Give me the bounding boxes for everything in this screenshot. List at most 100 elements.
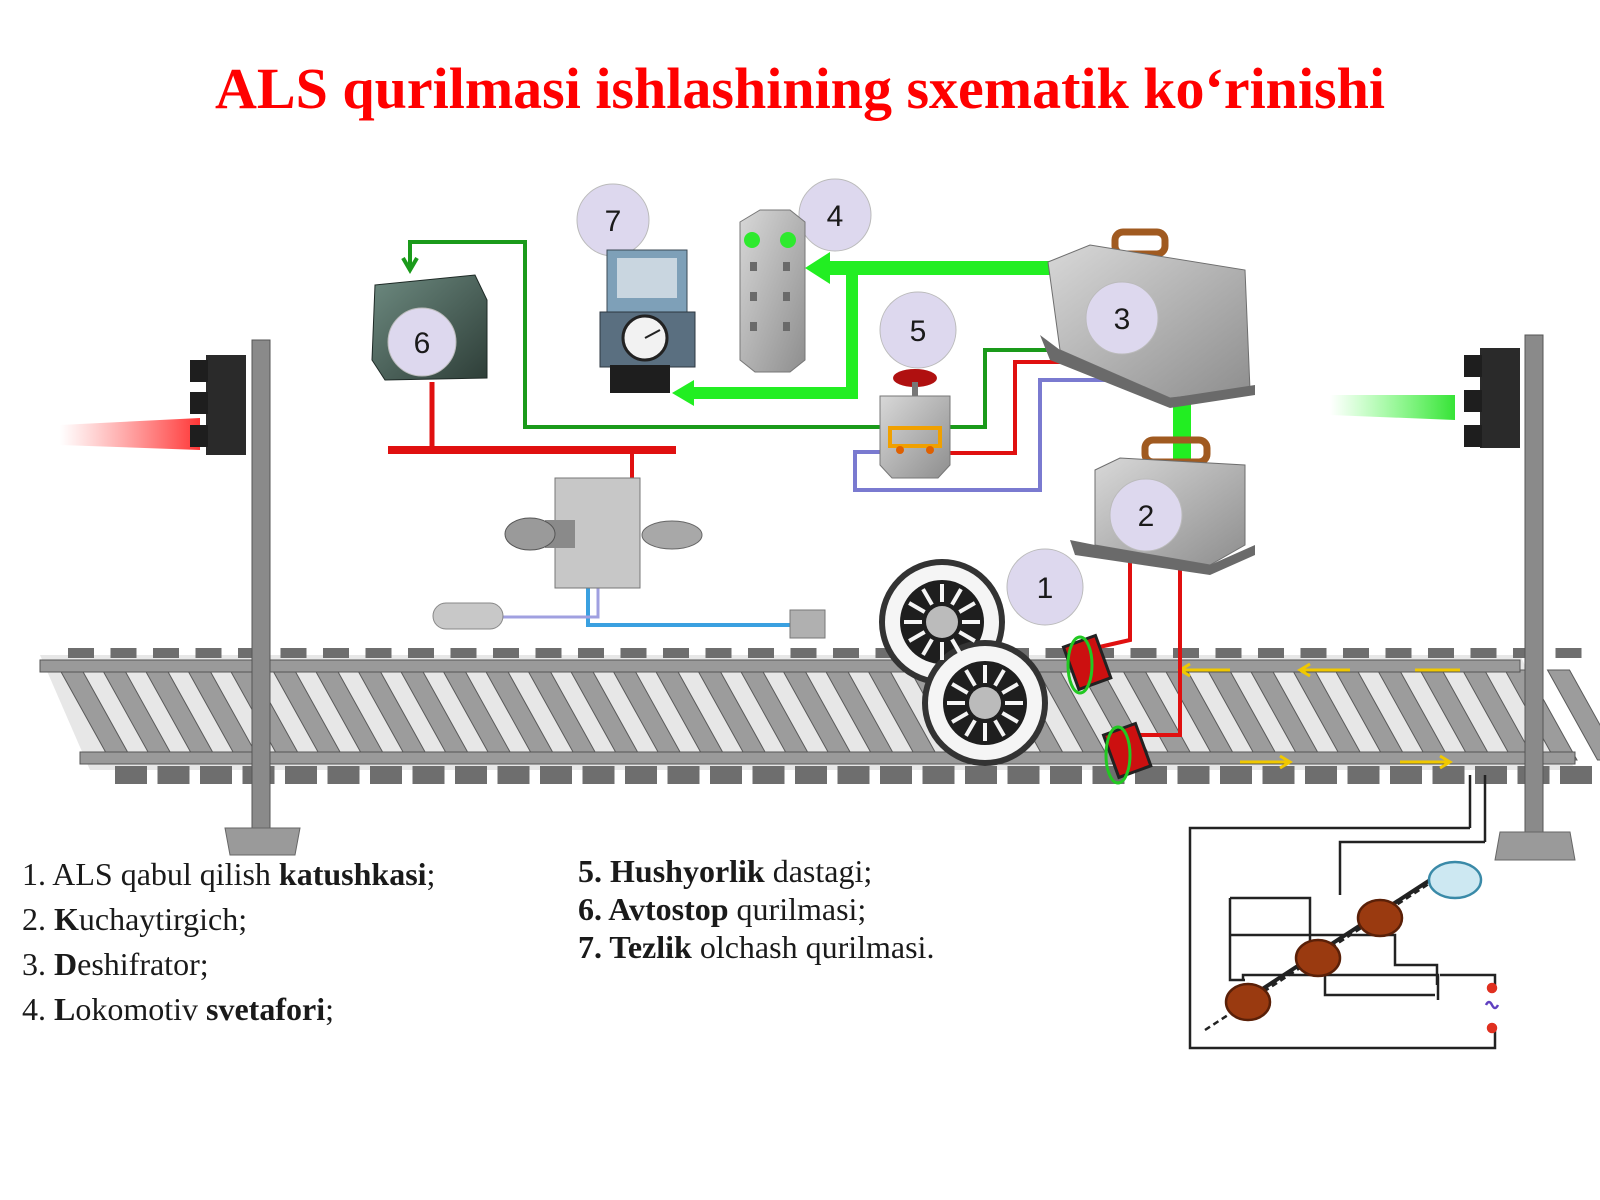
sleeper-end [710, 766, 742, 784]
blue-wire [853, 378, 1130, 492]
sleeper-end [965, 766, 997, 784]
sleeper-end [327, 766, 360, 784]
sleeper-end [535, 648, 562, 658]
sleeper-end [540, 766, 572, 784]
sleeper-end [1177, 766, 1210, 784]
green-signal-beam [1330, 395, 1455, 420]
sleeper-end [285, 766, 317, 784]
wheel-spoke [964, 669, 977, 687]
sleeper-end [1300, 648, 1327, 658]
sleeper-end [1045, 648, 1072, 658]
left-track-signal [60, 339, 301, 856]
receiving-coil-1: 1 [1006, 548, 1153, 785]
label-4: 4 [827, 200, 844, 233]
sleeper-end [1347, 766, 1380, 784]
legend-item-1: 1. ALS qabul qilish katushkasi; [22, 856, 436, 892]
wheel-spoke [951, 682, 969, 695]
sleeper-end [1258, 648, 1284, 658]
sleeper-end [455, 766, 487, 784]
current-arrows [1177, 662, 1460, 770]
legend-item-7: 7. Tezlik olchash qurilmasi. [578, 929, 935, 965]
sleeper-end [582, 766, 615, 784]
legend-item-2: 2. Kuchaytirgich; [22, 901, 248, 937]
sleeper-end [110, 648, 137, 658]
rail-bottom [79, 751, 1576, 765]
sleeper-end [1262, 766, 1295, 784]
speedometer-device-7: 7 [576, 183, 696, 393]
sleeper-end [1343, 648, 1369, 658]
wheel-spoke [964, 719, 977, 737]
sleeper-end [115, 766, 147, 784]
sleeper-end [1130, 648, 1157, 658]
wheel-spoke [950, 588, 963, 606]
legend-item-3: 3. Deshifrator; [22, 946, 209, 982]
decoder-3: 3 [1040, 228, 1255, 408]
sleeper-end [1007, 766, 1040, 784]
sleeper-end [752, 766, 785, 784]
label-2: 2 [1138, 500, 1155, 533]
sleeper-end [837, 766, 870, 784]
vigilance-handle-5: 5 [879, 291, 957, 479]
brake-valve [432, 477, 826, 639]
wheel-spoke [908, 601, 926, 614]
rail-top [39, 659, 1521, 673]
sleeper-end [1428, 648, 1454, 658]
wheel-spoke [1001, 682, 1019, 695]
sleeper-end [157, 766, 190, 784]
legend-right: 5. Hushyorlik dastagi; 6. Avtostop quril… [578, 852, 934, 966]
sleeper-end [1560, 766, 1592, 784]
sleeper-end [1555, 648, 1582, 658]
sleeper-end [795, 766, 827, 784]
sleeper-end [238, 648, 264, 658]
sleeper-end [497, 766, 530, 784]
label-1: 1 [1037, 572, 1054, 605]
legend-left: 1. ALS qabul qilish katushkasi; 2. Kucha… [22, 852, 435, 1032]
sleeper-end [1305, 766, 1337, 784]
sleeper-end [1050, 766, 1082, 784]
sleeper-end [620, 648, 647, 658]
sleeper-end [1432, 766, 1465, 784]
sleeper-end [880, 766, 912, 784]
sleeper-end [370, 766, 402, 784]
wheel-spoke [921, 638, 934, 656]
sleeper-end [1215, 648, 1242, 658]
sleeper-end [1385, 648, 1412, 658]
sleeper-end [323, 648, 349, 658]
wheel-spoke [1001, 711, 1019, 724]
sleeper-end [748, 648, 774, 658]
label-7: 7 [605, 205, 622, 238]
label-5: 5 [910, 315, 927, 348]
wheel-spoke [951, 711, 969, 724]
red-signal-beam [60, 418, 200, 450]
label-6: 6 [414, 327, 431, 360]
green-wire [408, 240, 1050, 429]
wheel-spoke [950, 638, 963, 656]
autostop-device-6: 6 [371, 274, 488, 381]
railway-track [39, 648, 1600, 784]
label-3: 3 [1114, 303, 1131, 336]
sleeper-end [280, 648, 307, 658]
sleeper-end [1390, 766, 1422, 784]
circuit-schematic [1188, 775, 1500, 1050]
sleeper-end [625, 766, 657, 784]
sleeper-end [195, 648, 222, 658]
sleeper-end [200, 766, 232, 784]
sleeper-end [1173, 648, 1199, 658]
wheelset [879, 559, 1048, 766]
sleeper-end [68, 648, 94, 658]
wheel-spoke [993, 669, 1006, 687]
page-title: ALS qurilmasi ishlashining sxematik ko‘r… [215, 56, 1385, 121]
sleeper-end [365, 648, 392, 658]
amplifier-2: 2 [1070, 436, 1255, 575]
locomotive-signal-4: 4 [739, 178, 872, 373]
legend-item-6: 6. Avtostop qurilmasi; [578, 891, 867, 927]
sleeper-end [1135, 766, 1167, 784]
sleeper-end [450, 648, 477, 658]
sleeper-end [408, 648, 434, 658]
wheel-spoke [958, 630, 976, 643]
sleeper-end [705, 648, 732, 658]
sleeper-end [790, 648, 817, 658]
right-track-signal [1330, 334, 1576, 861]
sleeper-end [663, 648, 689, 658]
